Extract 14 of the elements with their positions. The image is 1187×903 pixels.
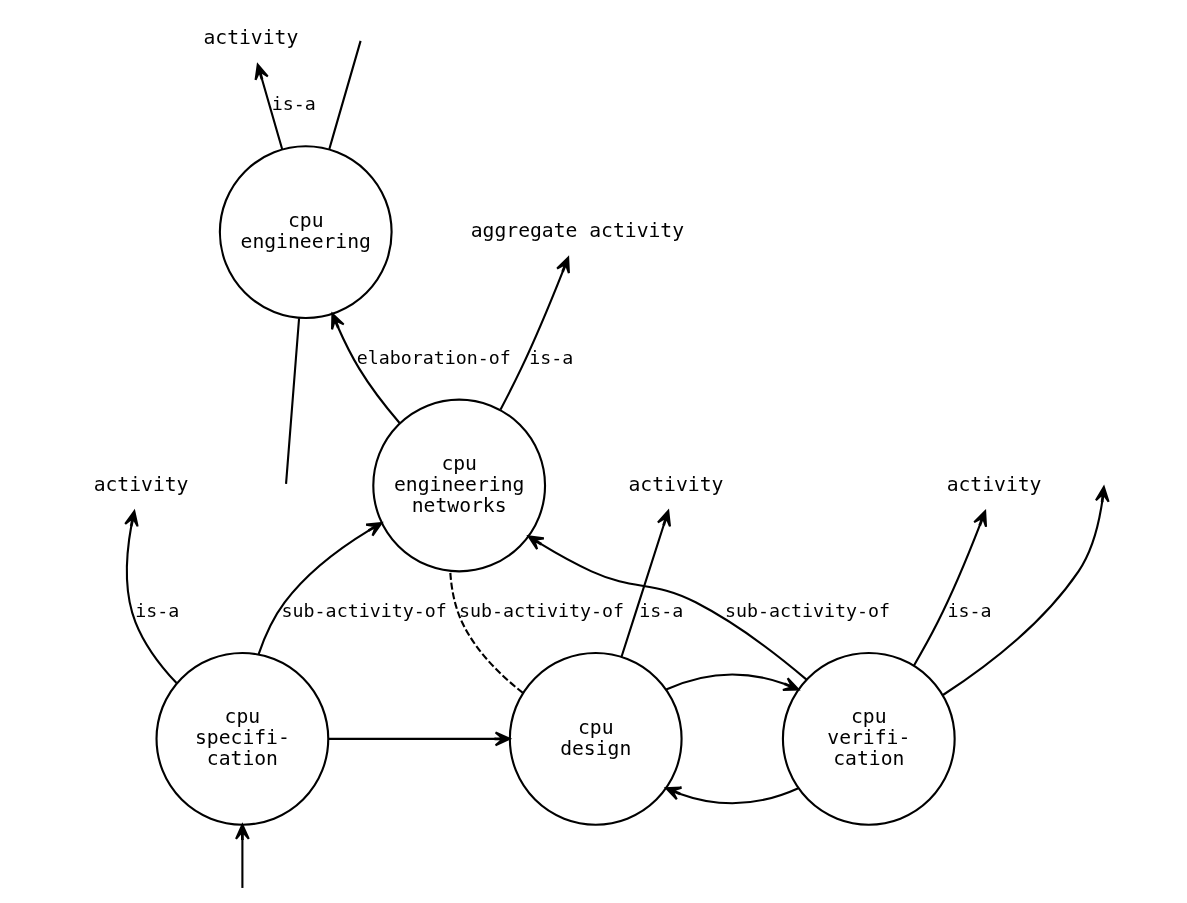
edge-label: sub-activity-of — [725, 599, 891, 621]
node-text: activity — [93, 472, 189, 496]
edge-label: is-a — [639, 599, 684, 621]
edge-label: is-a — [529, 346, 574, 368]
node-text: activity — [203, 26, 299, 50]
edge-label: is-a — [135, 599, 180, 621]
node-text: aggregate activity — [470, 219, 685, 243]
edge-label: elaboration-of — [356, 346, 511, 368]
edge-label: is-a — [947, 599, 992, 621]
node-text: activity — [628, 472, 724, 496]
edge-label: sub-activity-of — [458, 599, 625, 621]
edge-label: sub-activity-of — [281, 599, 447, 621]
node-text: activity — [946, 472, 1042, 496]
edge-label: is-a — [271, 93, 316, 115]
